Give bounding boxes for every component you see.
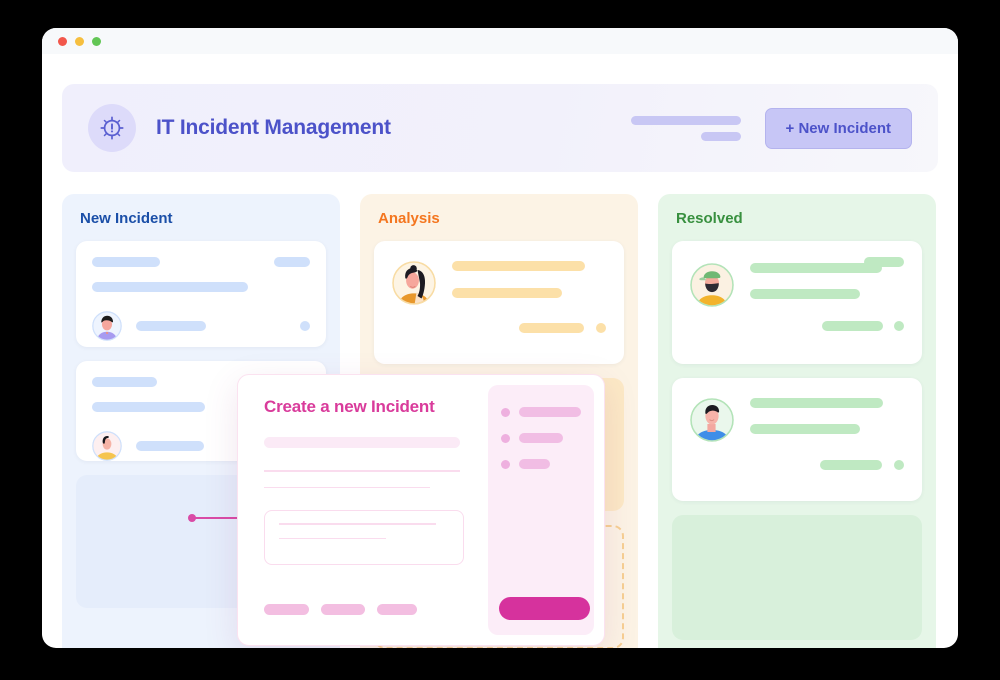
textarea-line (279, 537, 386, 539)
card-status-dot (596, 323, 606, 333)
modal-chip[interactable] (264, 604, 309, 615)
card-status-dot (894, 460, 904, 470)
modal-chip[interactable] (321, 604, 365, 615)
card-bottom-row (92, 431, 310, 461)
page-title: IT Incident Management (156, 116, 391, 139)
incident-card[interactable] (76, 241, 326, 347)
submit-incident-button[interactable] (499, 597, 590, 620)
card-title-bar (92, 377, 157, 387)
card-bottom-row (690, 321, 904, 331)
card-desc-bar (92, 282, 248, 292)
card-title-bar (92, 257, 160, 267)
bullet-icon (501, 433, 510, 443)
side-panel-label (519, 433, 563, 443)
side-panel-label (519, 459, 550, 469)
app-content: IT Incident Management + New Incident Ne… (42, 54, 958, 648)
card-desc-bar (750, 289, 860, 299)
alert-target-icon (88, 104, 136, 152)
modal-side-panel (488, 385, 594, 635)
card-meta-bar (136, 441, 204, 451)
placeholder-bar (630, 115, 741, 125)
card-meta-bar (820, 460, 882, 470)
avatar (392, 261, 436, 305)
incident-title-input[interactable] (264, 437, 460, 448)
app-header: IT Incident Management + New Incident (62, 84, 938, 172)
card-top-row (690, 263, 904, 307)
card-tag-bar (519, 323, 584, 333)
incident-description-textarea[interactable] (264, 510, 464, 565)
browser-window: IT Incident Management + New Incident Ne… (42, 28, 958, 648)
new-incident-button[interactable]: + New Incident (764, 107, 912, 149)
side-panel-label (519, 407, 581, 417)
form-line (264, 486, 430, 488)
card-desc-bar (452, 288, 562, 298)
card-top-row (690, 398, 904, 442)
card-bottom-row (92, 311, 310, 341)
card-title-bar (452, 261, 585, 271)
minimize-window-icon[interactable] (75, 36, 84, 46)
textarea-line (279, 523, 436, 525)
close-window-icon[interactable] (58, 36, 67, 46)
card-top-row (92, 257, 310, 267)
card-bottom-row (690, 460, 904, 470)
column-resolved[interactable]: Resolved (658, 194, 936, 648)
column-title: Analysis (378, 210, 440, 227)
header-placeholder-bars (630, 115, 741, 141)
card-tag-bar (274, 257, 310, 267)
avatar (92, 431, 122, 461)
incident-card[interactable] (374, 241, 624, 364)
drag-connector-line (188, 514, 274, 522)
card-meta-bar (136, 321, 206, 331)
modal-form-area: Create a new Incident (238, 375, 488, 645)
avatar (92, 311, 122, 341)
column-title: New Incident (80, 210, 173, 227)
card-status-dot (894, 321, 904, 331)
incident-card[interactable] (672, 378, 922, 501)
avatar (690, 398, 734, 442)
card-desc-bar (750, 424, 860, 434)
card-top-row (392, 261, 606, 305)
card-status-dot (300, 321, 310, 331)
create-incident-modal: Create a new Incident (237, 374, 605, 646)
placeholder-bar (700, 131, 741, 141)
card-title-bar (750, 263, 882, 273)
side-panel-item[interactable] (501, 459, 594, 469)
column-title: Resolved (676, 210, 743, 227)
side-panel-item[interactable] (501, 407, 594, 417)
card-tag-row (690, 257, 904, 267)
modal-title: Create a new Incident (264, 397, 435, 416)
incident-card[interactable] (672, 241, 922, 364)
bullet-icon (501, 407, 510, 417)
card-desc-bar (92, 402, 205, 412)
card-tag-bar (864, 257, 904, 267)
drag-connector-dot (188, 514, 196, 522)
maximize-window-icon[interactable] (92, 36, 101, 46)
modal-chip[interactable] (377, 604, 417, 615)
avatar (690, 263, 734, 307)
bullet-icon (501, 459, 510, 469)
card-title-bar (750, 398, 883, 408)
card-bottom-row (392, 323, 606, 333)
card-meta-bar (822, 321, 883, 331)
form-line (264, 470, 460, 472)
window-titlebar (42, 28, 958, 54)
modal-chip-group (264, 604, 417, 615)
column-dropzone[interactable] (672, 515, 922, 640)
side-panel-item[interactable] (501, 433, 594, 443)
